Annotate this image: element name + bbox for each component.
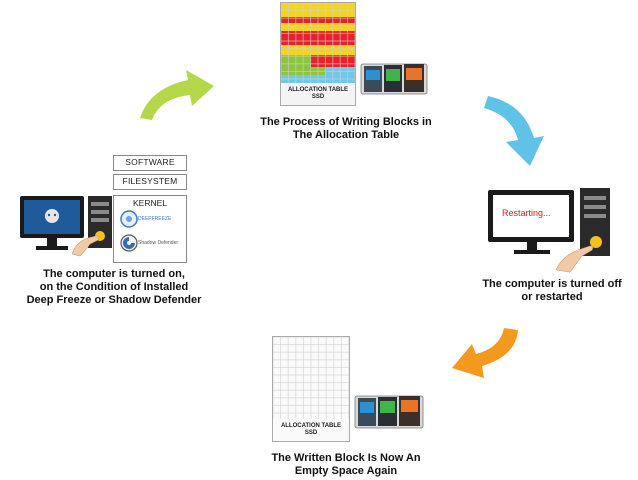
left-caption-line3: Deep Freeze or Shadow Defender (26, 294, 202, 306)
left-caption-line1: The computer is turned on, (43, 268, 185, 280)
top-table-label-line2: SSD (311, 94, 325, 100)
deepfreeze-logo-icon (120, 210, 138, 228)
filesystem-layer: FILESYSTEM (113, 174, 187, 190)
bottom-caption: The Written Block Is Now An Empty Space … (226, 452, 466, 478)
orange-arrow-icon (452, 328, 518, 378)
left-caption: The computer is turned on, on the Condit… (0, 268, 228, 307)
bottom-table-label-line2: SSD (304, 430, 318, 436)
right-computer-icon: Restarting... (486, 186, 616, 276)
left-computer-icon (16, 190, 116, 260)
allocation-blocks-grid (281, 3, 355, 83)
bottom-caption-line1: The Written Block Is Now An (271, 452, 421, 464)
top-caption-line1: The Process of Writing Blocks in (260, 116, 432, 128)
kernel-item-shadow-defender: Shadow Defender (138, 240, 179, 246)
software-layer: SOFTWARE (113, 155, 187, 171)
top-table-label-line1: ALLOCATION TABLE (287, 87, 349, 93)
bottom-ssd-drives-icon (354, 392, 426, 430)
green-arrow-icon (140, 70, 214, 120)
kernel-title: KERNEL (132, 198, 167, 208)
left-caption-line2: on the Condition of Installed (39, 281, 189, 293)
bottom-table-label-line1: ALLOCATION TABLE (280, 423, 342, 429)
bottom-caption-line2: Empty Space Again (294, 465, 398, 477)
kernel-layer: KERNEL DEEPFREEZE Shadow Defender (113, 195, 187, 263)
top-allocation-table: ALLOCATION TABLE SSD (280, 2, 356, 106)
right-caption-line1: The computer is turned off (482, 278, 622, 290)
right-caption: The computer is turned off or restarted (466, 278, 638, 304)
shadow-defender-logo-icon (120, 234, 138, 252)
bottom-allocation-table: ALLOCATION TABLE SSD (272, 336, 350, 442)
restarting-screen-text: Restarting... (502, 208, 551, 218)
top-caption-line2: The Allocation Table (292, 129, 400, 141)
blue-arrow-icon (484, 96, 544, 166)
kernel-item-deepfreeze: DEEPFREEZE (138, 216, 172, 222)
right-caption-line2: or restarted (521, 291, 583, 303)
top-ssd-drives-icon (360, 60, 430, 96)
top-caption: The Process of Writing Blocks in The All… (226, 116, 466, 142)
empty-blocks-grid (273, 337, 349, 419)
